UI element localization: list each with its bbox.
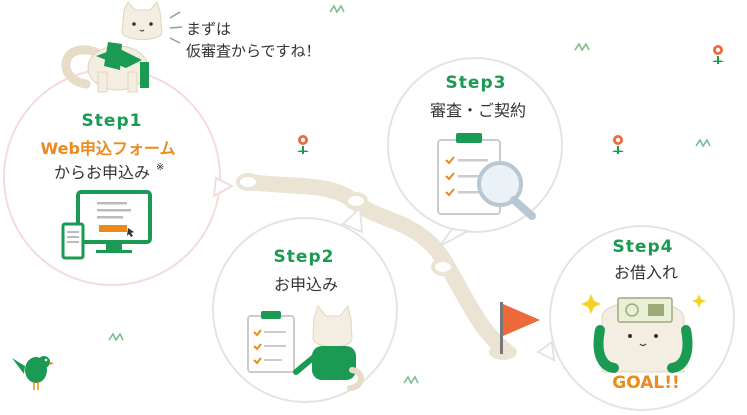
- step2-line1: お申込み: [274, 275, 338, 294]
- banknote-icon: [617, 297, 673, 323]
- flower-decorations: [297, 45, 724, 154]
- grass-icon: [574, 42, 590, 52]
- cat-icon: [61, 0, 163, 93]
- step1-line2: からお申込み: [54, 163, 150, 182]
- smartphone-icon: [61, 222, 85, 260]
- speech-line1: まずは: [186, 20, 231, 38]
- step4-line1: お借入れ: [614, 263, 678, 282]
- step4-number: Step4: [613, 237, 674, 257]
- step3-line1: 審査・ご契約: [430, 101, 526, 120]
- grass-icon: [108, 332, 124, 342]
- goal-label: GOAL!!: [612, 373, 679, 393]
- step2-bubble: Step2 お申込み: [212, 205, 398, 403]
- flower-icon: [612, 135, 624, 154]
- step3-bubble: Step3 審査・ご契約: [387, 57, 563, 247]
- step1-bubble: Step1 Web申込フォーム からお申込み ※: [3, 68, 235, 286]
- cat-icon: [293, 304, 364, 391]
- grass-icon: [695, 138, 711, 148]
- step1-line1: Web申込フォーム: [41, 139, 176, 158]
- flower-icon: [297, 135, 309, 154]
- grass-icon: [403, 375, 419, 385]
- bird-icon: [12, 356, 54, 390]
- speech-line2: 仮審査からですね！: [186, 42, 321, 60]
- step2-number: Step2: [274, 247, 335, 267]
- waypoint: [344, 192, 368, 210]
- step4-bubble: Step4 お借入れ GOAL!!: [536, 225, 735, 411]
- magnifier-icon: [477, 161, 536, 220]
- sparkle-icon: [692, 294, 706, 308]
- waypoint: [236, 173, 260, 191]
- step3-number: Step3: [446, 73, 507, 93]
- flag-icon: [500, 302, 540, 354]
- computer-icon: [76, 190, 152, 253]
- route-waypoints: [236, 173, 517, 360]
- grass-decorations: [108, 4, 711, 385]
- flower-icon: [712, 45, 724, 64]
- route-path: [240, 174, 513, 358]
- speech-lines: [169, 11, 183, 44]
- step1-note: ※: [156, 162, 164, 173]
- clipboard-icon: [247, 311, 295, 373]
- sparkle-icon: [581, 294, 601, 314]
- grass-icon: [329, 4, 345, 14]
- step1-number: Step1: [82, 111, 143, 131]
- waypoint: [431, 258, 455, 276]
